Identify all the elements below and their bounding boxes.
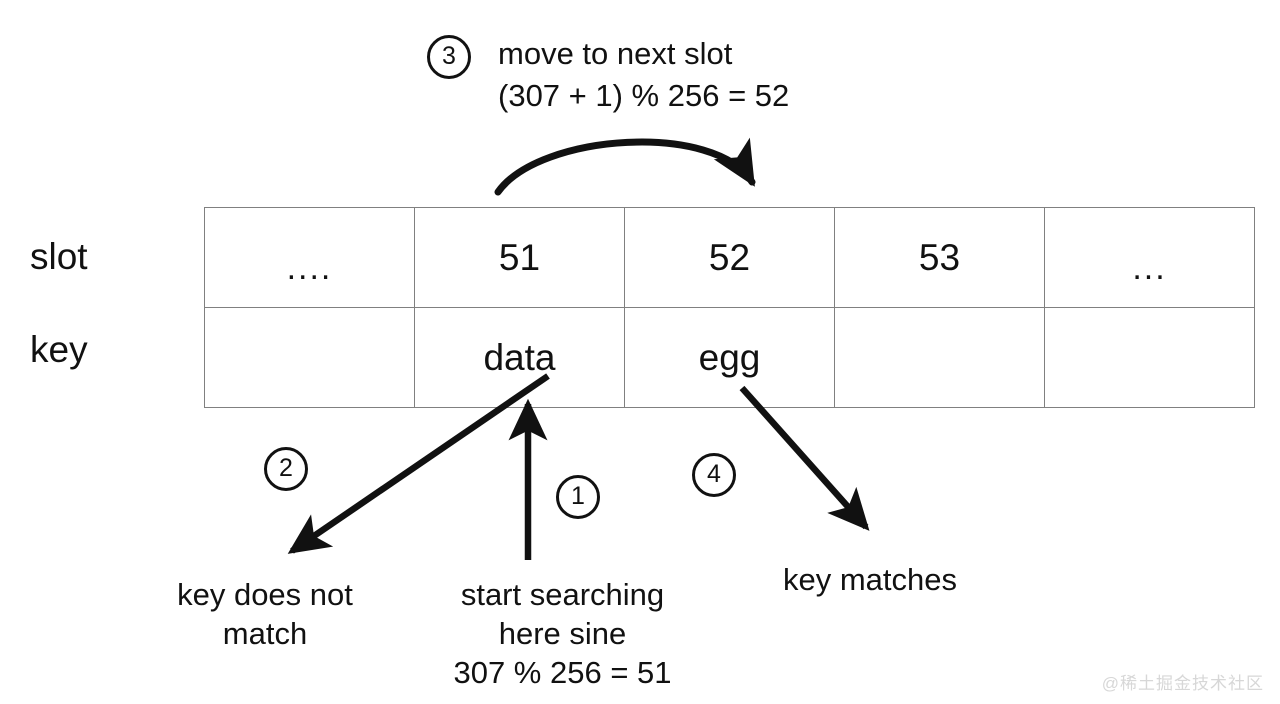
caption-key-does-not-match-line2: match xyxy=(222,616,308,652)
slot-cell-1: 51 xyxy=(414,207,625,308)
caption-key-matches: key matches xyxy=(740,560,1000,599)
slot-cell-4-value: ... xyxy=(1132,248,1167,287)
slot-cell-4: ... xyxy=(1044,207,1255,308)
key-cell-0 xyxy=(204,307,415,408)
caption-key-does-not-match-line1: key does not xyxy=(177,577,353,612)
row-label-slot: slot xyxy=(30,236,88,277)
hash-table: .... 51 52 53 ... data egg xyxy=(204,207,1255,408)
arrow-key-matches xyxy=(739,385,870,531)
key-cell-3 xyxy=(834,307,1045,408)
caption-start-searching-line3: 307 % 256 = 51 xyxy=(453,655,672,691)
watermark: @稀土掘金技术社区 xyxy=(1101,674,1264,693)
caption-start-searching-line2: here sine xyxy=(498,616,627,652)
slot-cell-2: 52 xyxy=(624,207,835,308)
step3-text-line2: (307 + 1) % 256 = 52 xyxy=(498,78,790,113)
slot-cell-0-value: .... xyxy=(286,248,333,287)
arrow-move-to-next-slot xyxy=(494,137,756,196)
caption-key-matches-line1: key matches xyxy=(782,562,957,597)
key-cell-2: egg xyxy=(624,307,835,408)
caption-start-searching-line1: start searching xyxy=(460,577,665,612)
step-marker-3: 3 xyxy=(427,35,471,79)
step-marker-4: 4 xyxy=(692,453,736,497)
table-row-key: data egg xyxy=(204,307,1255,408)
key-cell-4 xyxy=(1044,307,1255,408)
key-cell-1: data xyxy=(414,307,625,408)
caption-key-does-not-match: key does not match xyxy=(125,575,405,653)
table-row-slot: .... 51 52 53 ... xyxy=(204,207,1255,308)
step-marker-2: 2 xyxy=(264,447,308,491)
slot-cell-0: .... xyxy=(204,207,415,308)
caption-start-searching: start searching here sine 307 % 256 = 51 xyxy=(415,575,710,692)
step3-text-line1: move to next slot xyxy=(498,36,733,71)
step-marker-1: 1 xyxy=(556,475,600,519)
row-label-key: key xyxy=(30,329,88,370)
slot-cell-3: 53 xyxy=(834,207,1045,308)
